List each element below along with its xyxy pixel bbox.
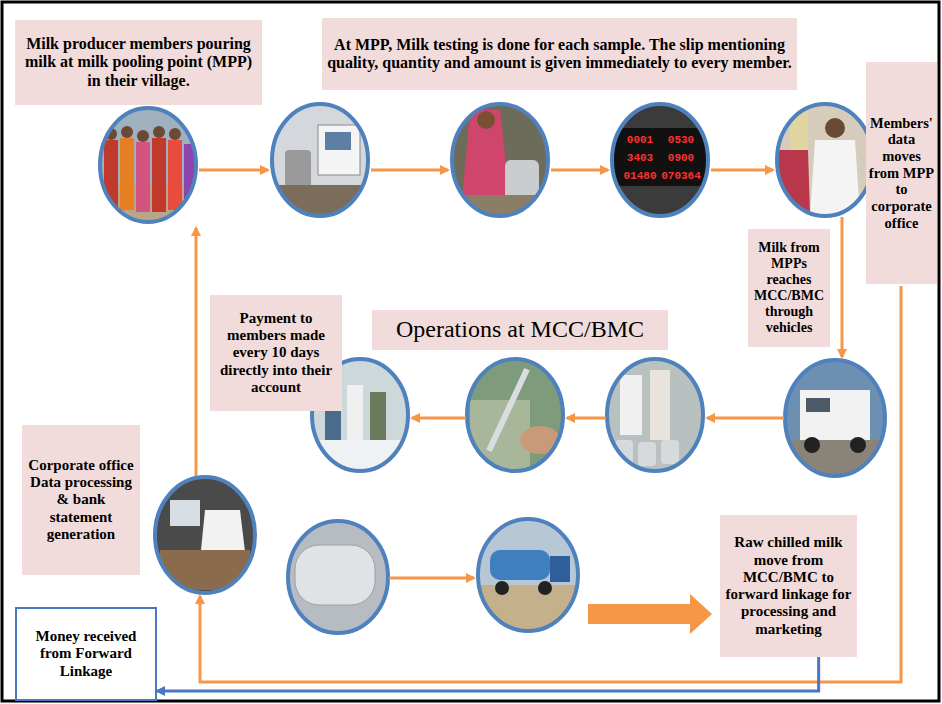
photo-members [90, 100, 210, 235]
photo-slip [775, 100, 875, 220]
box-text: Operations at MCC/BMC [396, 316, 644, 344]
photo-ring [272, 104, 368, 216]
photo-ring [607, 359, 703, 471]
box-text: Raw chilled milk move from MCC/BMC to fo… [724, 534, 853, 638]
photo-tanker [478, 519, 578, 631]
photo-cans [605, 358, 705, 473]
box-text: Milk from MPPs reaches MCC/BMC through v… [750, 240, 828, 337]
box-text: Money received from Forward Linkage [21, 628, 151, 680]
text-box: Raw chilled milk move from MCC/BMC to fo… [720, 515, 857, 657]
box-text: Corporate office Data processing & bank … [26, 457, 136, 543]
display-digits: 0900 [657, 152, 705, 165]
photo-testing-rod [465, 358, 565, 473]
photo-office [155, 477, 255, 593]
box-text: Milk producer members pouring milk at mi… [19, 35, 258, 90]
flow-arrows [196, 170, 901, 682]
photo-chilling-tank [288, 521, 388, 633]
text-box: Members' data moves from MPP to corporat… [866, 62, 937, 284]
box-text: Members' data moves from MPP to corporat… [868, 115, 935, 232]
text-box: Milk from MPPs reaches MCC/BMC through v… [748, 229, 830, 347]
photo-ring [288, 521, 388, 633]
text-box: Money received from Forward Linkage [15, 607, 157, 701]
text-box: Payment to members made every 10 days di… [210, 295, 342, 411]
photo-ring [100, 108, 196, 222]
photo-ring [777, 104, 873, 216]
display-digits: 0001 [616, 134, 664, 147]
text-box: Milk producer members pouring milk at mi… [15, 20, 262, 105]
money-flow-line [157, 657, 819, 691]
display-digits: 3403 [616, 152, 664, 165]
photo-truck [785, 360, 885, 476]
big-arrow [588, 594, 712, 634]
display-digits: 0530 [657, 134, 705, 147]
photo-ring [612, 104, 708, 216]
display-digits: 070364 [657, 170, 705, 183]
photo-pouring [450, 100, 550, 225]
display-digits: 01480 [616, 170, 664, 183]
photo-ring [785, 360, 885, 476]
photo-ring [155, 477, 255, 593]
photo-ring [452, 104, 548, 216]
text-box: At MPP, Milk testing is done for each sa… [322, 18, 797, 90]
box-text: Payment to members made every 10 days di… [214, 310, 338, 396]
box-text: At MPP, Milk testing is done for each sa… [326, 36, 793, 73]
section-heading-box: Operations at MCC/BMC [372, 310, 668, 350]
photo-testing [270, 100, 370, 225]
photo-display [610, 100, 710, 220]
photo-ring [467, 359, 563, 471]
photo-ring [478, 519, 578, 631]
text-box: Corporate office Data processing & bank … [22, 425, 140, 575]
